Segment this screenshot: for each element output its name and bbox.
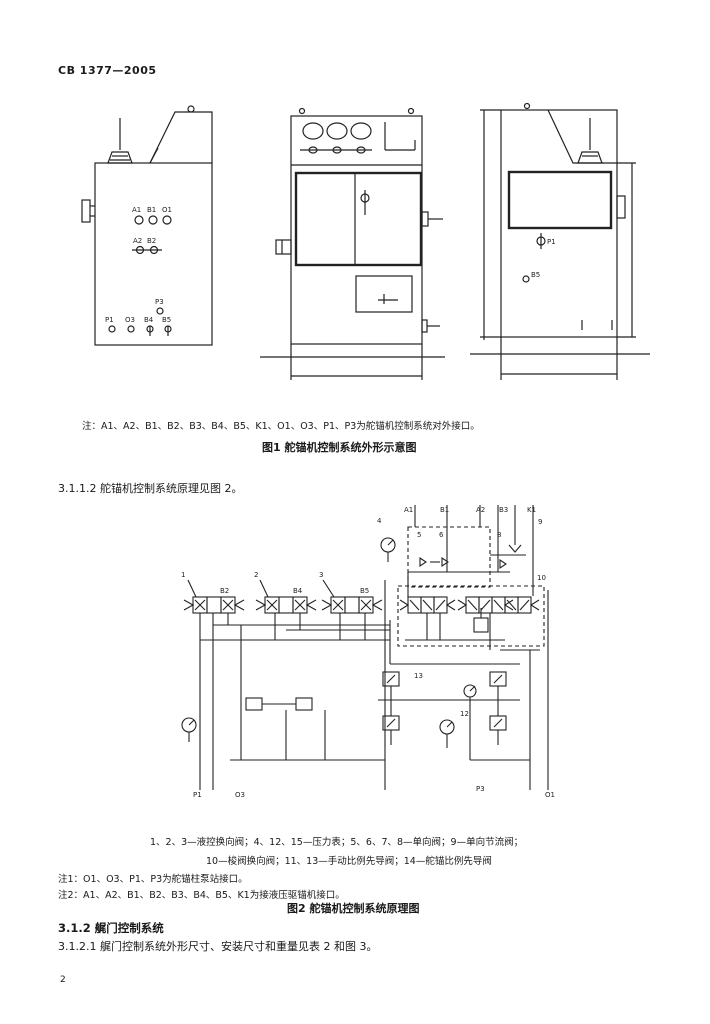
fig1-right-label-b5: B5 (531, 271, 540, 279)
fig2-label-k1: K1 (527, 506, 536, 514)
fig2-label-p1: P1 (193, 791, 202, 799)
fig2-label-b3: B3 (499, 506, 508, 514)
fig1-label-b5: B5 (162, 316, 171, 324)
fig2-label-o1: O1 (545, 791, 555, 799)
fig2-label-n13: 13 (414, 672, 423, 680)
figure2-legend-line2: 10—梭阀换向阀；11、13—手动比例先导阀；14—舵锚比例先导阀 (206, 856, 492, 867)
fig2-label-p3: P3 (476, 785, 485, 793)
fig1-label-p1: P1 (105, 316, 114, 324)
figure2-note2: 注2：A1、A2、B1、B2、B3、B4、B5、K1为接液压驱锚机接口。 (58, 890, 345, 901)
fig2-label-n4: 4 (377, 517, 382, 525)
fig1-label-a2: A2 (133, 237, 142, 245)
fig2-label-b1: B1 (440, 506, 449, 514)
figure2-valve-block-2 (255, 579, 317, 614)
figure1-front-view (260, 107, 445, 380)
figure2-note1: 注1：O1、O3、P1、P3为舵锚柱泵站接口。 (58, 874, 248, 885)
figure2-valve-block-right-1 (399, 596, 456, 614)
figure1-note: 注：A1、A2、B1、B2、B3、B4、B5、K1、O1、O3、P1、P3为舵锚… (82, 421, 480, 432)
figure2-valve-block-1 (183, 579, 245, 614)
fig1-label-b4: B4 (144, 316, 154, 324)
figure2-schematic: A1 B1 A2 B3 K1 4 5 6 8 9 10 1 2 3 B2 B4 … (181, 505, 555, 799)
fig1-right-label-p1: P1 (547, 238, 556, 246)
fig1-label-o1: O1 (162, 206, 172, 214)
fig1-label-b2: B2 (147, 237, 156, 245)
fig2-label-b4: B4 (293, 587, 303, 595)
figure2-valve-block-3 (321, 579, 383, 614)
standard-code: CB 1377—2005 (58, 64, 157, 77)
figure1-drawing: A1 B1 O1 A2 B2 P3 P1 O3 B4 B5 P1 B5 (81, 102, 650, 380)
fig1-label-a1: A1 (132, 206, 141, 214)
figure1-right-view (470, 102, 650, 380)
fig2-label-n9: 9 (538, 518, 542, 526)
fig2-label-n2: 2 (254, 571, 258, 579)
fig1-label-p3: P3 (155, 298, 164, 306)
paragraph-3-1-2-1: 3.1.2.1 艉门控制系统外形尺寸、安装尺寸和重量见表 2 和图 3。 (58, 940, 378, 953)
paragraph-3-1-1-2: 3.1.1.2 舵锚机控制系统原理见图 2。 (58, 482, 243, 495)
fig2-label-n8: 8 (497, 531, 501, 539)
page-number: 2 (60, 975, 66, 985)
section-3-1-2-heading: 3.1.2 艉门控制系统 (58, 921, 164, 935)
figure2-legend-line1: 1、2、3—液控换向阀；4、12、15—压力表；5、6、7、8—单向阀；9—单向… (150, 837, 524, 848)
fig2-label-n5: 5 (417, 531, 421, 539)
fig1-label-b1: B1 (147, 206, 156, 214)
figure2-caption: 图2 舵锚机控制系统原理图 (287, 902, 420, 915)
fig2-label-n12: 12 (460, 710, 469, 718)
fig2-label-n10: 10 (537, 574, 546, 582)
fig2-label-b2: B2 (220, 587, 229, 595)
fig2-label-o3: O3 (235, 791, 245, 799)
figure1-left-view (81, 105, 213, 346)
fig2-label-n3: 3 (319, 571, 323, 579)
fig2-label-b5: B5 (360, 587, 369, 595)
figure2-valve-block-right-3 (504, 596, 540, 614)
fig2-label-n6: 6 (439, 531, 444, 539)
fig2-label-a1: A1 (404, 506, 413, 514)
fig2-label-n1: 1 (181, 571, 185, 579)
figure1-caption: 图1 舵锚机控制系统外形示意图 (262, 441, 417, 454)
fig1-label-o3: O3 (125, 316, 135, 324)
fig2-label-a2: A2 (476, 506, 485, 514)
